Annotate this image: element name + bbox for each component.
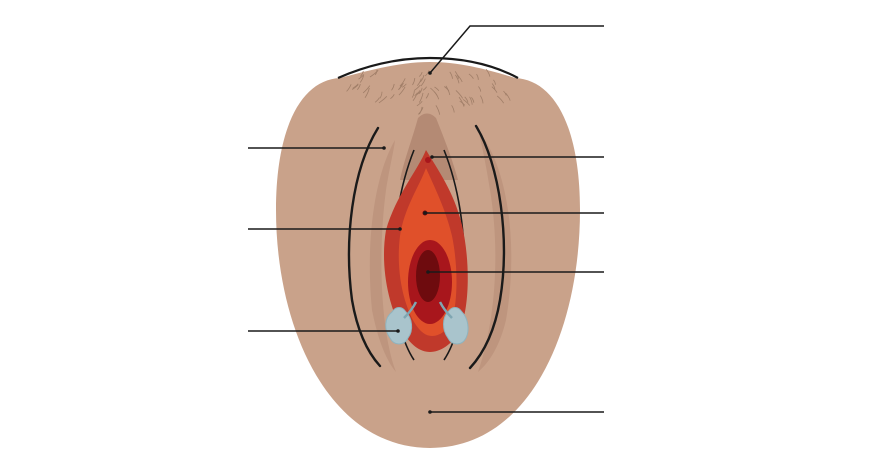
hair-strand: [356, 83, 361, 90]
hair-strand: [468, 73, 474, 79]
mons-outline: [337, 56, 519, 80]
hair-strand: [401, 83, 407, 88]
leader-glands-dot: [396, 329, 400, 333]
leader-labia-minora-dot: [398, 227, 402, 231]
hair-strand: [469, 96, 473, 105]
hair-strand: [399, 78, 406, 87]
hair-strand: [351, 84, 359, 90]
hair-strand: [479, 95, 484, 104]
hair-strand: [362, 85, 371, 94]
hair-strand: [503, 90, 507, 96]
hair-strand: [374, 97, 380, 103]
hair-strand: [390, 94, 395, 100]
hair-strand: [457, 74, 463, 83]
hair-strand: [455, 74, 460, 84]
hair-strand: [454, 71, 459, 79]
hair-strand: [422, 86, 427, 91]
hair-strand: [418, 92, 424, 103]
labia-majora-left-shadow: [369, 140, 396, 372]
hair-strand: [379, 91, 383, 99]
leader-perineum-dot: [428, 410, 432, 414]
hair-strand: [352, 83, 359, 89]
hair-strand: [411, 90, 415, 98]
hair-strand: [496, 95, 505, 104]
labia-majora-right-fold: [468, 124, 506, 370]
hair-strand: [491, 86, 498, 93]
hair-strand: [418, 87, 423, 94]
leader-mons-dot: [428, 71, 432, 75]
hair-strand: [464, 96, 469, 103]
hair-strand: [434, 91, 440, 100]
hair-strand: [425, 70, 430, 77]
hair-strand: [374, 69, 378, 76]
hair-strand: [420, 74, 425, 83]
hair-strand: [491, 83, 496, 90]
hair-strand: [398, 82, 404, 91]
leader-vaginal-opening-dot: [426, 270, 430, 274]
hair-strand: [478, 86, 482, 92]
hair-strand: [485, 69, 491, 77]
hair-strand: [419, 72, 423, 77]
hair-strand: [369, 70, 379, 78]
hair-strand: [445, 85, 451, 96]
hair-strand: [425, 93, 429, 99]
hair-strand: [505, 92, 511, 101]
labia-majora-left-fold: [347, 126, 382, 368]
hair-strand: [449, 71, 453, 79]
leader-lines: [248, 25, 604, 414]
hair-strand: [419, 106, 423, 115]
hair-strand: [364, 87, 370, 99]
clitoris-point: [425, 157, 431, 163]
hair-strand: [420, 78, 426, 87]
clitoral-hood: [400, 113, 458, 180]
hair-strand: [414, 90, 421, 96]
hair-strand: [398, 86, 406, 96]
hair-strand: [358, 74, 365, 80]
hair-strand: [416, 78, 422, 86]
hair-strand: [476, 73, 479, 80]
hair-strand: [451, 105, 455, 113]
vaginal-opening: [416, 250, 440, 302]
gland-duct-left: [403, 301, 418, 319]
hair-strand: [493, 79, 496, 85]
hair-strand: [391, 83, 395, 91]
hair-strand: [359, 75, 364, 83]
hair-strand: [434, 86, 440, 92]
hair-strand: [378, 96, 388, 104]
pubic-hair: [346, 69, 511, 115]
hair-strand: [462, 99, 471, 106]
leader-urethral-opening-dot: [423, 211, 427, 215]
leader-labia-majora-dot: [382, 146, 386, 150]
labia-majora-right-shadow: [478, 130, 512, 372]
hair-strand: [455, 90, 464, 99]
leader-mons: [429, 25, 604, 74]
hair-strand: [416, 100, 423, 107]
hair-strand: [412, 77, 416, 86]
hair-strand: [459, 100, 466, 106]
gland-duct-right: [438, 301, 453, 319]
hair-strand: [435, 105, 441, 115]
hair-strand: [471, 97, 475, 103]
leader-clitoris-dot: [430, 155, 434, 159]
hair-strand: [360, 71, 364, 77]
hair-strand: [413, 84, 421, 91]
hair-strand: [458, 96, 465, 107]
hair-strand: [346, 84, 352, 92]
